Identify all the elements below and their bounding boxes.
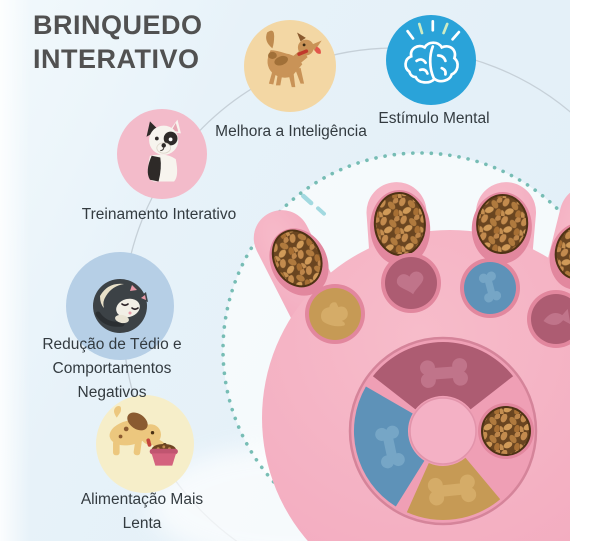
feature-circle-intelligence [244, 20, 336, 112]
feature-circle-training [117, 109, 207, 199]
slider-cover-bone [460, 258, 520, 318]
toe-kibble-slot [471, 192, 532, 264]
slider-cover-heart [381, 253, 441, 313]
title-line-1: BRINQUEDO [33, 10, 203, 40]
feature-label-mental: Estímulo Mental [378, 110, 490, 127]
feature-label-boredom: Redução de Tédio e Comportamentos Negati… [42, 336, 182, 402]
dog-eating-bowl-icon [109, 406, 178, 466]
wheel-hub [409, 397, 477, 465]
feature-label-training: Treinamento Interativo [81, 206, 237, 223]
right-white-strip [570, 0, 600, 541]
teal-dash-decoration [301, 193, 326, 216]
toe-kibble-slot [269, 228, 329, 296]
brain-icon [404, 19, 461, 84]
feature-circle-slow-feeding [96, 395, 194, 493]
title-line-2: INTERATIVO [33, 44, 200, 75]
sleeping-cat-icon [93, 279, 148, 333]
feature-circle-mental [386, 15, 476, 105]
page-title: BRINQUEDO INTERATIVO [33, 8, 203, 76]
feature-circle-boredom [66, 252, 174, 360]
playful-dog-icon [266, 30, 322, 88]
wheel-kibble-pocket [478, 403, 534, 459]
feature-label-slow-feeding: Alimentação Mais Lenta [80, 491, 204, 533]
left-edge-fade [0, 0, 30, 541]
puzzle-wheel [348, 336, 538, 526]
french-bulldog-icon [146, 119, 181, 182]
feature-label-intelligence: Melhora a Inteligência [215, 123, 367, 140]
slider-cover-squirrel [305, 284, 365, 344]
